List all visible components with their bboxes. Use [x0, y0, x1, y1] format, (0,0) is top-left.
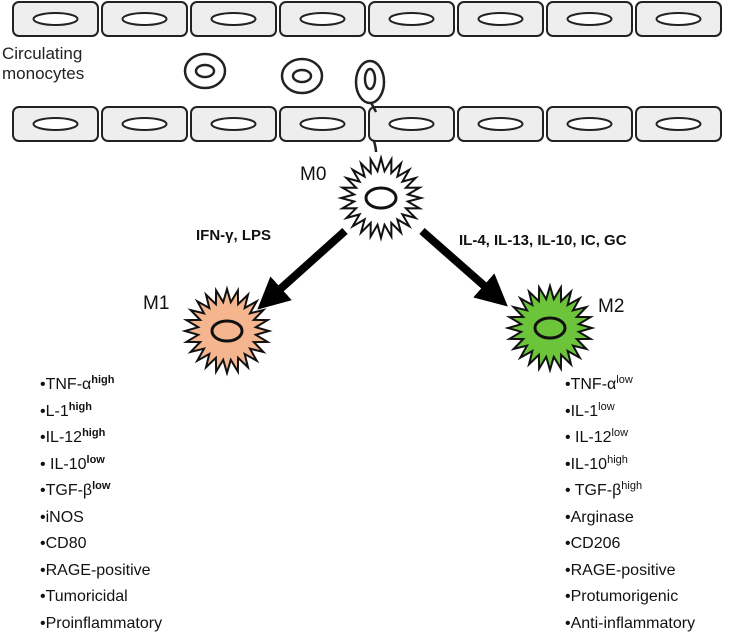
m2-marker-item: •Arginase	[565, 505, 695, 532]
m1-macrophage-nucleus	[210, 319, 244, 343]
m0-label: M0	[300, 164, 327, 185]
vessel-bottom-cell-nucleus	[121, 117, 168, 131]
transmigrating-monocyte-tail	[372, 140, 378, 153]
vessel-top-cell-nucleus	[477, 12, 524, 26]
m2-label: M2	[598, 296, 625, 317]
m2-marker-text: •CD206	[565, 535, 621, 552]
m1-marker-level: low	[92, 480, 111, 492]
m2-stimuli-label: IL-4, IL-13, IL-10, IC, GC	[459, 232, 627, 249]
m1-marker-list: •TNF-αhigh•L-1high•IL-12high• IL-10low•T…	[40, 372, 162, 637]
vessel-bottom-cell-nucleus	[655, 117, 702, 131]
m1-marker-level: high	[91, 374, 115, 386]
m2-marker-item: •IL-10high	[565, 452, 695, 479]
m2-marker-text: •TNF-α	[565, 376, 617, 393]
circulating-label-line2: monocytes	[2, 64, 85, 83]
monocyte-2-nucleus	[291, 68, 313, 84]
m2-marker-text: •Anti-inflammatory	[565, 614, 696, 632]
vessel-top-cell-nucleus	[655, 12, 702, 26]
m2-marker-item: •TNF-αlow	[565, 372, 695, 399]
m2-marker-text: •Arginase	[565, 508, 634, 526]
m2-marker-item: • TGF-βhigh	[565, 478, 695, 505]
m1-marker-text: •RAGE-positive	[40, 561, 151, 579]
vessel-bottom-cell-nucleus	[32, 117, 79, 131]
m1-marker-item: •Proinflammatory	[40, 611, 162, 638]
m1-marker-text: •TNF-α	[40, 376, 92, 393]
m2-marker-item: •IL-1low	[565, 399, 695, 426]
vessel-bottom-cell-nucleus	[477, 117, 524, 131]
vessel-bottom-cell-nucleus	[299, 117, 346, 131]
circulating-label-line1: Circulating	[2, 44, 83, 63]
m2-marker-item: • IL-12low	[565, 425, 695, 452]
m1-marker-level: high	[82, 427, 106, 439]
m1-label: M1	[143, 293, 170, 314]
m2-marker-text: •RAGE-positive	[565, 561, 676, 579]
m2-marker-text: •IL-1	[565, 402, 599, 420]
m1-marker-item: •IL-12high	[40, 425, 162, 452]
vessel-bottom-cell-nucleus	[388, 117, 435, 131]
arrow-to-m1	[257, 228, 348, 310]
m1-marker-level: high	[68, 400, 92, 413]
m1-marker-item: • IL-10low	[40, 452, 162, 479]
m1-marker-item: •Tumoricidal	[40, 584, 162, 611]
m2-marker-level: high	[607, 453, 628, 466]
m1-marker-item: •TNF-αhigh	[40, 372, 162, 399]
arrow-to-m2	[419, 227, 508, 307]
vessel-top-cell-nucleus	[210, 12, 257, 26]
m2-marker-item: •CD206	[565, 531, 695, 558]
m2-marker-text: •Protumorigenic	[565, 588, 679, 605]
m2-marker-list: •TNF-αlow•IL-1low• IL-12low•IL-10high• T…	[565, 372, 695, 637]
m1-marker-text: •TGF-β	[40, 482, 93, 499]
circulating-monocytes-label: Circulating monocytes	[2, 44, 84, 84]
m1-marker-text: •iNOS	[40, 508, 84, 526]
m1-marker-item: •RAGE-positive	[40, 558, 162, 585]
vessel-bottom-cell-nucleus	[566, 117, 613, 131]
m2-marker-text: •IL-10	[565, 455, 608, 473]
m1-marker-item: •TGF-βlow	[40, 478, 162, 505]
m2-marker-level: low	[598, 400, 615, 413]
vessel-top-cell-nucleus	[121, 12, 168, 26]
vessel-top-cell-nucleus	[299, 12, 346, 26]
m1-marker-text: • IL-10	[40, 455, 87, 473]
m1-stimuli-label: IFN-γ, LPS	[196, 227, 272, 244]
m1-marker-text: •IL-12	[40, 429, 83, 446]
vessel-top-cell-nucleus	[566, 12, 613, 26]
m1-marker-text: •L-1	[40, 402, 69, 420]
monocyte-1-nucleus	[194, 63, 216, 79]
m2-marker-item: •RAGE-positive	[565, 558, 695, 585]
m1-marker-item: •L-1high	[40, 399, 162, 426]
m2-marker-item: •Anti-inflammatory	[565, 611, 695, 638]
m2-macrophage-nucleus	[533, 316, 567, 340]
m1-marker-item: •iNOS	[40, 505, 162, 532]
transmigrating-monocyte-nucleus	[363, 67, 377, 91]
m2-marker-text: • IL-12	[565, 429, 612, 446]
m2-marker-level: low	[611, 427, 629, 439]
m2-marker-item: •Protumorigenic	[565, 584, 695, 611]
m1-marker-text: •Proinflammatory	[40, 614, 163, 632]
vessel-top-cell-nucleus	[32, 12, 79, 26]
vessel-top-cell-nucleus	[388, 12, 435, 26]
m2-marker-level: high	[621, 480, 643, 492]
m1-marker-text: •CD80	[40, 535, 87, 552]
m2-marker-text: • TGF-β	[565, 482, 622, 499]
m2-marker-level: low	[616, 374, 633, 386]
vessel-bottom-cell-nucleus	[210, 117, 257, 131]
m1-marker-text: •Tumoricidal	[40, 588, 128, 605]
m0-macrophage-nucleus	[364, 186, 398, 210]
m1-marker-item: •CD80	[40, 531, 162, 558]
m1-marker-level: low	[86, 453, 105, 466]
